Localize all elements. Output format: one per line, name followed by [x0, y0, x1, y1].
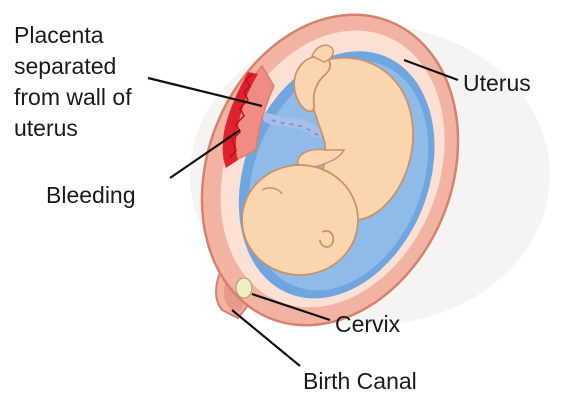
- label-placenta-line-1: Placenta: [14, 20, 184, 51]
- label-birth-canal: Birth Canal: [303, 368, 417, 395]
- label-placenta-line-2: separated: [14, 51, 184, 82]
- fetus-head: [242, 165, 358, 275]
- label-placenta-line-3: from wall of: [14, 82, 184, 113]
- cervix-plug: [236, 278, 252, 298]
- label-placenta: Placenta separated from wall of uterus: [14, 20, 184, 144]
- label-cervix: Cervix: [335, 311, 400, 338]
- label-bleeding: Bleeding: [46, 182, 136, 209]
- label-uterus: Uterus: [463, 70, 531, 97]
- label-placenta-line-4: uterus: [14, 113, 184, 144]
